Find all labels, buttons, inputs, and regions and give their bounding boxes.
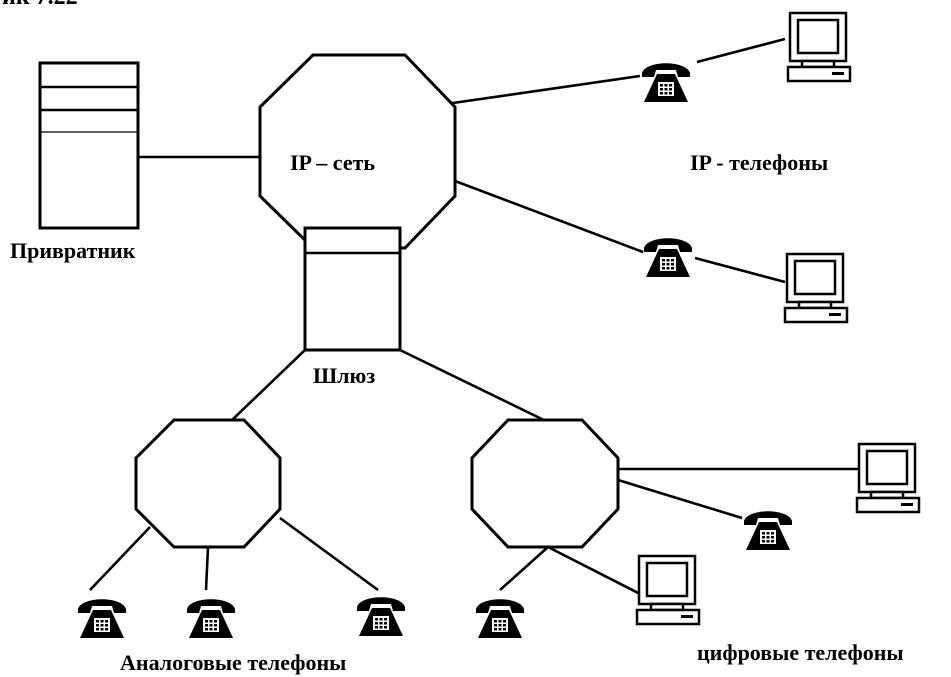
connections — [89, 37, 862, 600]
ip-network-label: IP – сеть — [290, 150, 375, 175]
link-digital-pc4 — [547, 545, 649, 600]
ip-phones-label: IP - телефоны — [690, 150, 828, 175]
link-ipnet-phone2 — [454, 179, 644, 254]
telephone-icon — [187, 599, 235, 638]
digital-phones-label: цифровые телефоны — [697, 640, 904, 665]
link-analog-phone1 — [89, 526, 151, 591]
telephone-icon — [476, 599, 524, 638]
analog-phones-label: Аналоговые телефоны — [120, 650, 346, 675]
link-digital-phone4 — [617, 478, 743, 520]
telephone-icon — [642, 63, 690, 102]
link-gateway-digital — [399, 348, 549, 424]
server-icon — [38, 61, 140, 230]
figure-caption: ик 7.22 — [2, 0, 78, 10]
telephone-icon — [78, 599, 126, 638]
digital-exchange-node — [470, 418, 620, 549]
link-phone2-pc2 — [694, 256, 786, 284]
link-analog-phone2 — [204, 546, 210, 591]
gatekeeper-label: Привратник — [10, 238, 136, 263]
gateway-node — [303, 226, 402, 352]
computer-icon — [783, 252, 849, 324]
link-digital-phone5 — [499, 546, 549, 591]
link-phone1-pc1 — [696, 37, 786, 64]
telephone-icon — [644, 238, 692, 277]
computer-icon — [786, 11, 852, 83]
ip-network-node — [258, 53, 457, 250]
link-analog-phone3 — [279, 516, 379, 592]
link-ipnet-phone1 — [424, 74, 641, 109]
analog-exchange-node — [134, 418, 282, 549]
telephone-icon — [357, 597, 405, 636]
computer-icon — [855, 442, 921, 514]
telephone-icon — [744, 511, 792, 550]
computer-icon — [635, 554, 701, 626]
link-gateway-analog — [231, 349, 306, 421]
gateway-label: Шлюз — [313, 363, 375, 388]
